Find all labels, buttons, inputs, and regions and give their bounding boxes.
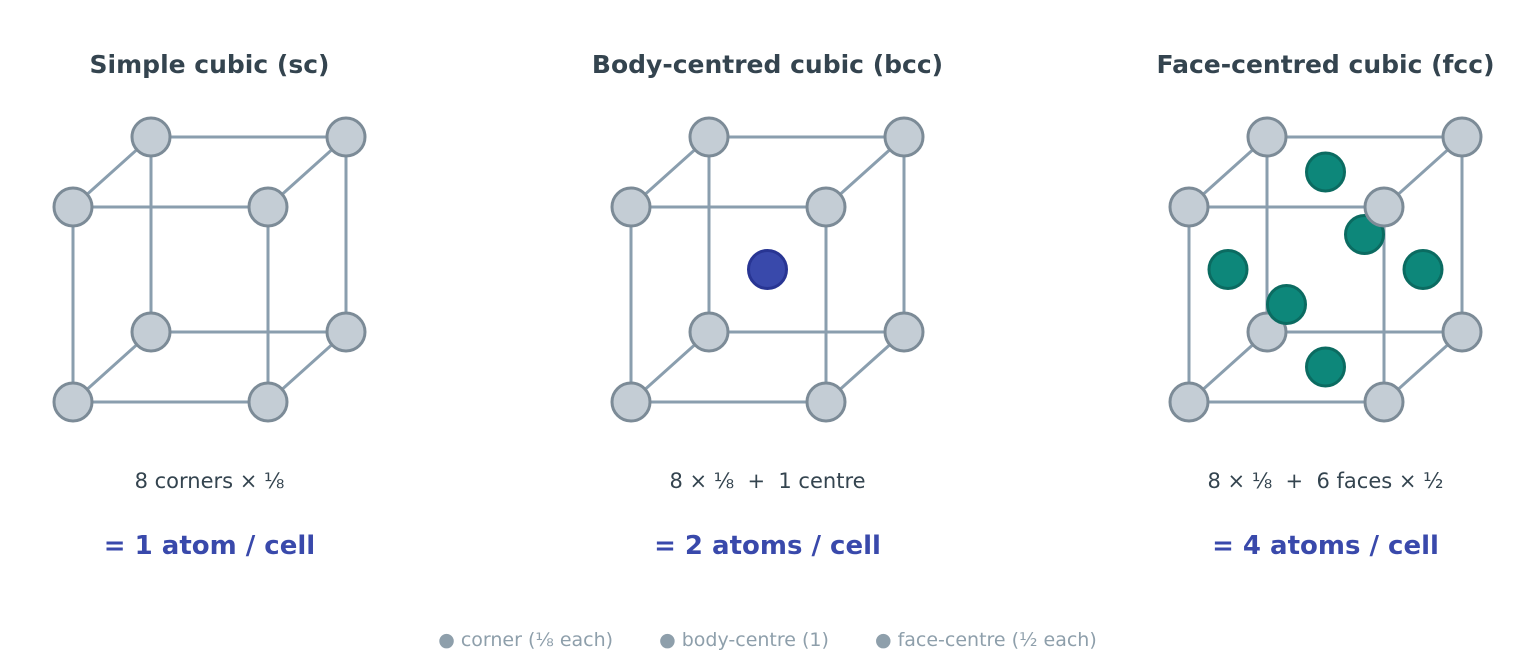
- lattice-atoms: [1168, 116, 1483, 423]
- corner-atom: [883, 311, 925, 353]
- lattice-atoms: [52, 116, 367, 423]
- corner-atom: [325, 311, 367, 353]
- face-centre-atom: [1266, 284, 1307, 325]
- corner-atom: [883, 116, 925, 158]
- corner-atom: [1363, 186, 1405, 228]
- corner-atom: [1441, 116, 1483, 158]
- corner-atom: [1363, 381, 1405, 423]
- legend-face-centre: ● face-centre (½ each): [874, 629, 1097, 651]
- atom-count-result: = 4 atoms / cell: [1212, 531, 1439, 561]
- legend-body-centre: ● body-centre (1): [659, 629, 829, 651]
- atom-count-formula: 8 × ⅛ + 6 faces × ½: [1207, 469, 1444, 493]
- corner-atom: [610, 186, 652, 228]
- corner-atom: [805, 186, 847, 228]
- atom-count-result: = 2 atoms / cell: [654, 531, 881, 561]
- corner-atom: [688, 311, 730, 353]
- corner-atom: [1246, 311, 1288, 353]
- face-centre-atom: [1207, 249, 1249, 290]
- corner-atom: [610, 381, 652, 423]
- face-centre-atom: [1402, 249, 1444, 290]
- atom-count-formula: 8 corners × ⅛: [134, 469, 285, 493]
- corner-atom: [805, 381, 847, 423]
- panel-face-centred-cubic: Face-centred cubic (fcc) 8 × ⅛ + 6 faces…: [1070, 0, 1535, 600]
- panel-title: Simple cubic (sc): [89, 50, 330, 79]
- lattice-atoms: [610, 116, 925, 423]
- body-centre-atom: [747, 249, 788, 290]
- cube-edges: [71, 135, 348, 404]
- simple-cubic-lattice-diagram: [52, 116, 367, 423]
- panel-title: Body-centred cubic (bcc): [591, 50, 944, 79]
- corner-atom: [1168, 381, 1210, 423]
- face-centred-cubic-lattice-diagram: [1168, 116, 1483, 423]
- corner-atom: [1168, 186, 1210, 228]
- corner-atom: [325, 116, 367, 158]
- legend: ● corner (⅛ each) ● body-centre (1) ● fa…: [0, 629, 1535, 651]
- corner-atom: [130, 116, 172, 158]
- corner-atom: [1441, 311, 1483, 353]
- corner-atom: [1246, 116, 1288, 158]
- body-centred-cubic-lattice-diagram: [610, 116, 925, 423]
- panel-body-centred-cubic: Body-centred cubic (bcc) 8 × ⅛ + 1 centr…: [512, 0, 1023, 600]
- panel-simple-cubic: Simple cubic (sc) 8 corners × ⅛ = 1 atom…: [0, 0, 465, 600]
- legend-corner: ● corner (⅛ each): [438, 629, 614, 651]
- corner-atom: [688, 116, 730, 158]
- corner-atom: [247, 381, 289, 423]
- atom-count-formula: 8 × ⅛ + 1 centre: [669, 469, 866, 493]
- face-centre-atom: [1305, 151, 1346, 193]
- corner-atom: [52, 381, 94, 423]
- face-centre-atom: [1344, 214, 1385, 255]
- corner-atom: [130, 311, 172, 353]
- corner-atom: [52, 186, 94, 228]
- face-centre-atom: [1305, 346, 1346, 388]
- corner-atom: [247, 186, 289, 228]
- atom-count-result: = 1 atom / cell: [103, 531, 316, 561]
- panel-title: Face-centred cubic (fcc): [1156, 50, 1495, 79]
